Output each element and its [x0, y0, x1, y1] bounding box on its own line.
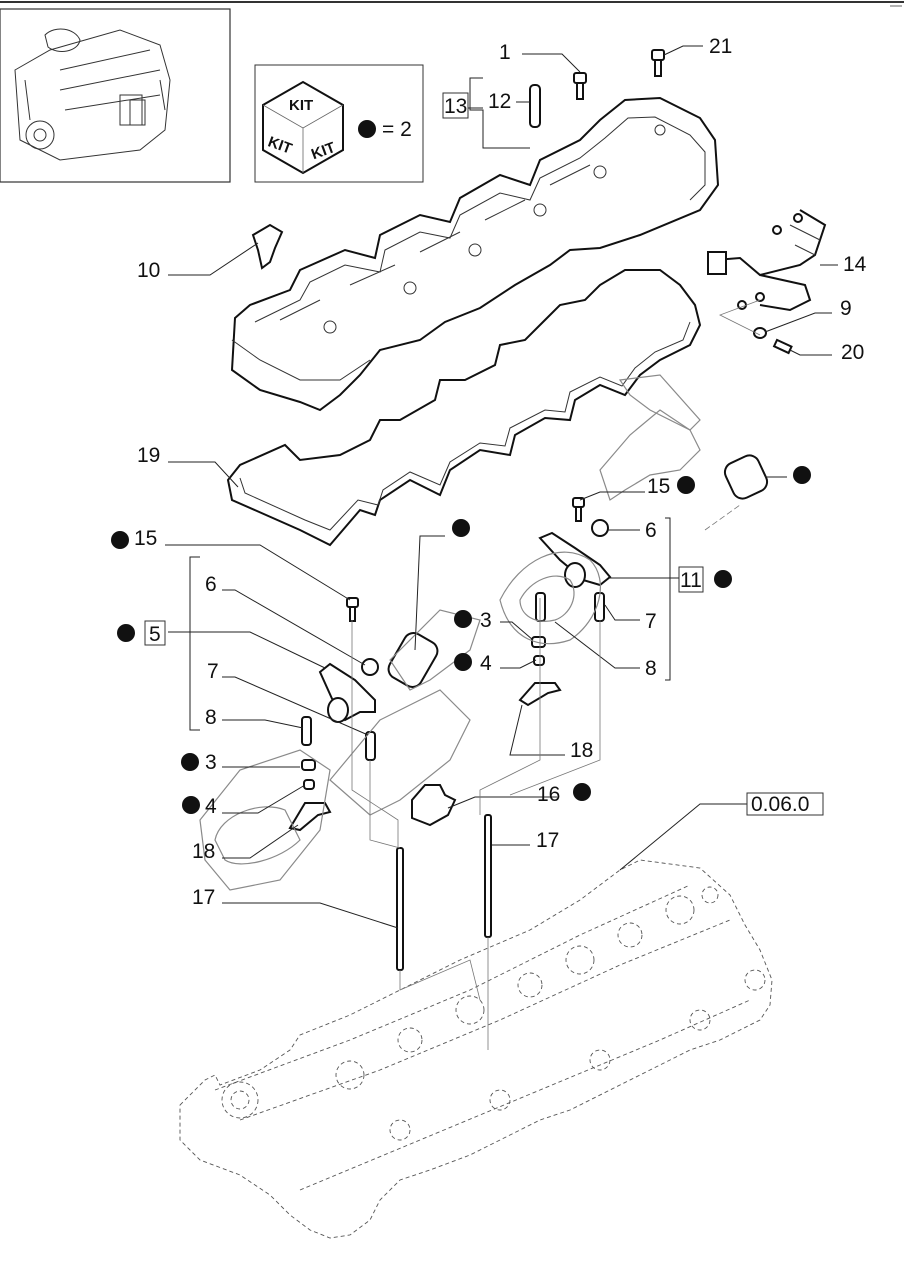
kit-top-label: KIT: [289, 97, 313, 114]
callout-17-left[interactable]: 17: [192, 886, 215, 909]
callouts: 1 21 12 13 10 14 9 20 19 15 15 6 6 11 5 …: [134, 35, 867, 909]
screw-part-20[interactable]: [772, 338, 793, 355]
bolt-part-15-left[interactable]: [346, 597, 359, 622]
cap-part-4-left[interactable]: [303, 779, 315, 790]
dowel-pin-part[interactable]: [529, 84, 541, 128]
bolt-part-21[interactable]: [651, 49, 665, 77]
cap-part-3-right[interactable]: [531, 636, 546, 648]
kit-cube-icon: KIT KIT KIT: [262, 80, 344, 175]
bolt-part-15-right[interactable]: [572, 497, 585, 522]
kit-dot-icon: [182, 796, 200, 814]
adjust-screw-part-8-left[interactable]: [301, 716, 312, 746]
callout-1[interactable]: 1: [499, 41, 511, 64]
rocker-arm-part-5[interactable]: [318, 662, 376, 723]
kit-dot-icon: [117, 624, 135, 642]
clip-part[interactable]: [251, 223, 284, 270]
callout-12[interactable]: 12: [488, 90, 511, 113]
kit-dot-icon: [358, 120, 376, 138]
callout-10[interactable]: 10: [137, 259, 160, 282]
callout-9[interactable]: 9: [840, 297, 852, 320]
cap-part-3-left[interactable]: [301, 759, 316, 771]
engine-thumbnail[interactable]: [0, 8, 231, 183]
leader-lines: [165, 45, 838, 1050]
kit-dot-icon: [793, 466, 811, 484]
callout-19[interactable]: 19: [137, 444, 160, 467]
seal-ring-part[interactable]: [753, 327, 767, 339]
callout-4-left[interactable]: 4: [205, 795, 217, 818]
callout-4-right[interactable]: 4: [480, 652, 492, 675]
callout-8-right[interactable]: 8: [645, 657, 657, 680]
reference-label[interactable]: 0.06.0: [751, 793, 809, 816]
kit-dot-icon: [454, 653, 472, 671]
callout-11[interactable]: 11: [680, 569, 702, 592]
kit-dot-icon: [452, 519, 470, 537]
bushing-part-right[interactable]: [722, 452, 771, 502]
nut-part-6-left[interactable]: [361, 658, 379, 676]
valve-cover-gasket[interactable]: [226, 269, 702, 547]
kit-dot-icon: [181, 753, 199, 771]
callout-11-box: [678, 566, 704, 593]
rocker-shaft-bushing[interactable]: [385, 629, 441, 690]
kit-dot-icon: [454, 610, 472, 628]
callout-13[interactable]: 13: [444, 95, 467, 118]
callout-7-left[interactable]: 7: [207, 660, 219, 683]
callout-15-right[interactable]: 15: [647, 475, 670, 498]
reference-box: [746, 792, 824, 816]
kit-dot-icon: [573, 783, 591, 801]
callout-6-right[interactable]: 6: [645, 519, 657, 542]
kit-legend: KIT KIT KIT = 2: [254, 64, 424, 183]
callout-5[interactable]: 5: [149, 623, 161, 646]
callout-18-right[interactable]: 18: [570, 739, 593, 762]
callout-5-box: [144, 620, 166, 646]
rocker-support-part[interactable]: [411, 784, 457, 827]
callout-8-left[interactable]: 8: [205, 706, 217, 729]
rocker-arm-part-11[interactable]: [538, 531, 612, 588]
callout-15-left[interactable]: 15: [134, 527, 157, 550]
callout-21[interactable]: 21: [709, 35, 732, 58]
wiring-harness[interactable]: [707, 209, 827, 312]
watermark: [199, 374, 701, 891]
adjust-screw-part-8-right[interactable]: [535, 592, 546, 622]
push-rod-right[interactable]: [484, 814, 492, 938]
callout-3-left[interactable]: 3: [205, 751, 217, 774]
adjust-screw-part-7-left[interactable]: [365, 731, 376, 761]
callout-20[interactable]: 20: [841, 341, 864, 364]
kit-dot-icon: [714, 570, 732, 588]
kit-dots: [111, 466, 811, 814]
callout-7-right[interactable]: 7: [645, 610, 657, 633]
callout-16[interactable]: 16: [537, 783, 560, 806]
valve-bridge-part-left[interactable]: [288, 802, 332, 832]
bolt-part-1[interactable]: [573, 72, 587, 100]
push-rod-left[interactable]: [396, 847, 404, 971]
cylinder-head-reference[interactable]: [179, 859, 773, 1239]
kit-dot-icon: [677, 476, 695, 494]
valve-cover[interactable]: [230, 96, 720, 412]
callout-13-box: [442, 92, 469, 119]
kit-dot-icon: [111, 531, 129, 549]
callout-14[interactable]: 14: [843, 253, 867, 276]
nut-part-6-right[interactable]: [591, 519, 609, 537]
callout-6-left[interactable]: 6: [205, 573, 217, 596]
kit-dot-equals: = 2: [382, 118, 412, 141]
callout-17-right[interactable]: 17: [536, 829, 559, 852]
callout-3-right[interactable]: 3: [480, 609, 492, 632]
callout-18-left[interactable]: 18: [192, 840, 215, 863]
